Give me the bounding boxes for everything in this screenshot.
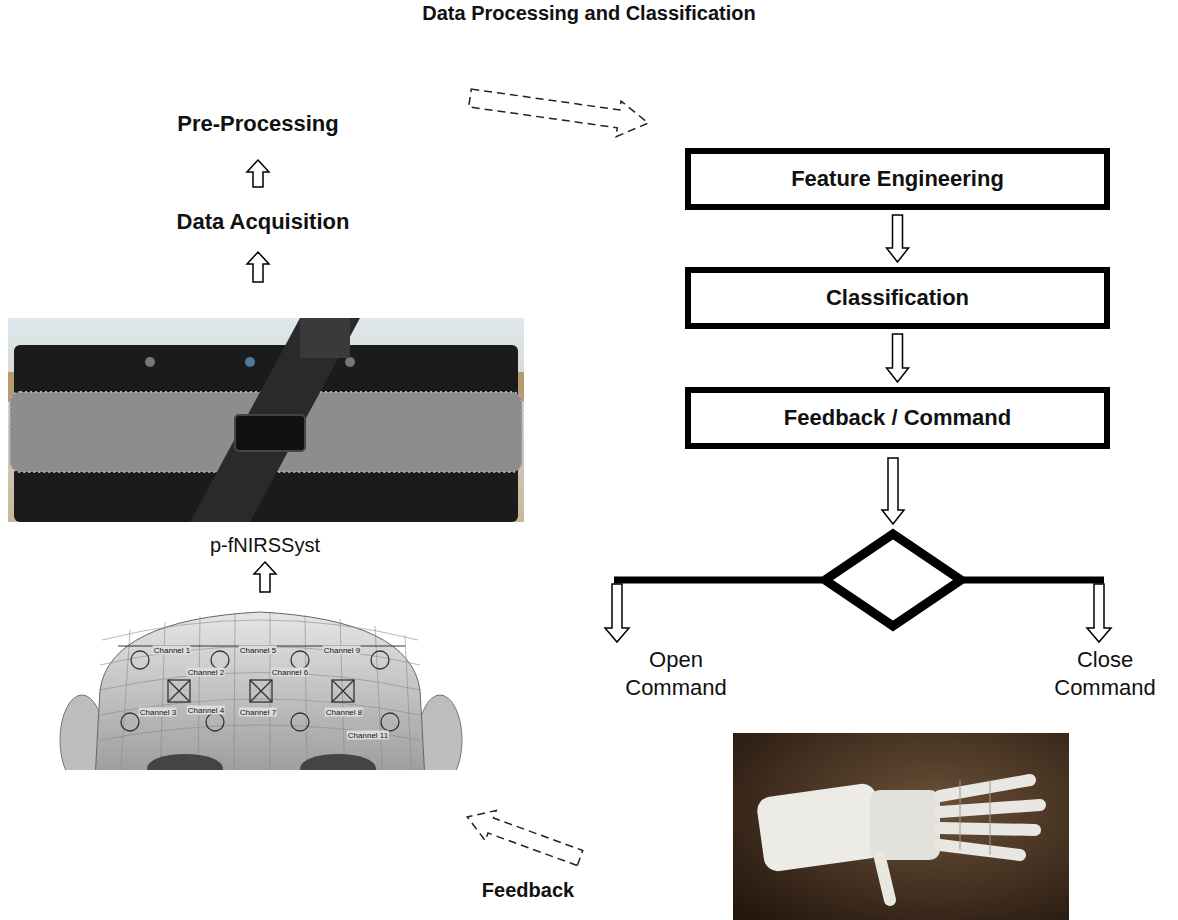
process-box: Feedback / Command: [685, 387, 1110, 449]
hollow-arrow: [887, 215, 909, 262]
stage-label: Pre-Processing: [177, 111, 338, 137]
process-box: Feature Engineering: [685, 148, 1110, 210]
dashed-arrow: [462, 802, 586, 873]
channel-label: Channel 9: [323, 646, 361, 655]
box-label: Feature Engineering: [791, 166, 1004, 192]
hollow-arrow: [887, 334, 909, 382]
channel-label: Channel 8: [325, 708, 363, 717]
channel-label: Channel 6: [271, 668, 309, 677]
box-label: Feedback / Command: [784, 405, 1011, 431]
decision-diamond: [825, 534, 961, 626]
device-label: p-fNIRSSyst: [210, 534, 320, 557]
branch-line: [964, 577, 1104, 584]
hollow-arrow: [247, 160, 269, 187]
feedback-label: Feedback: [482, 879, 574, 902]
dashed-arrow: [467, 80, 650, 141]
head-illustration: [60, 612, 462, 770]
hand-photo: [733, 733, 1069, 920]
device-photo: [8, 318, 524, 522]
title: Data Processing and Classification: [0, 2, 1178, 25]
hollow-arrow: [1087, 584, 1111, 642]
channel-label: Channel 5: [239, 646, 277, 655]
channel-label: Channel 4: [187, 706, 225, 715]
stage-label: Data Acquisition: [177, 209, 350, 235]
channel-label: Channel 7: [239, 708, 277, 717]
channel-label: Channel 11: [347, 731, 389, 740]
process-box: Classification: [685, 267, 1110, 329]
hollow-arrow: [247, 252, 269, 282]
channel-label: Channel 3: [139, 708, 177, 717]
channel-label: Channel 1: [153, 646, 191, 655]
branch-label: Open Command: [616, 646, 736, 702]
branch-line: [614, 577, 822, 584]
hollow-arrow: [605, 584, 629, 642]
hollow-arrow: [254, 562, 276, 592]
branch-label: Close Command: [1045, 646, 1165, 702]
box-label: Classification: [826, 285, 969, 311]
channel-label: Channel 2: [187, 668, 225, 677]
hollow-arrow: [882, 458, 904, 524]
